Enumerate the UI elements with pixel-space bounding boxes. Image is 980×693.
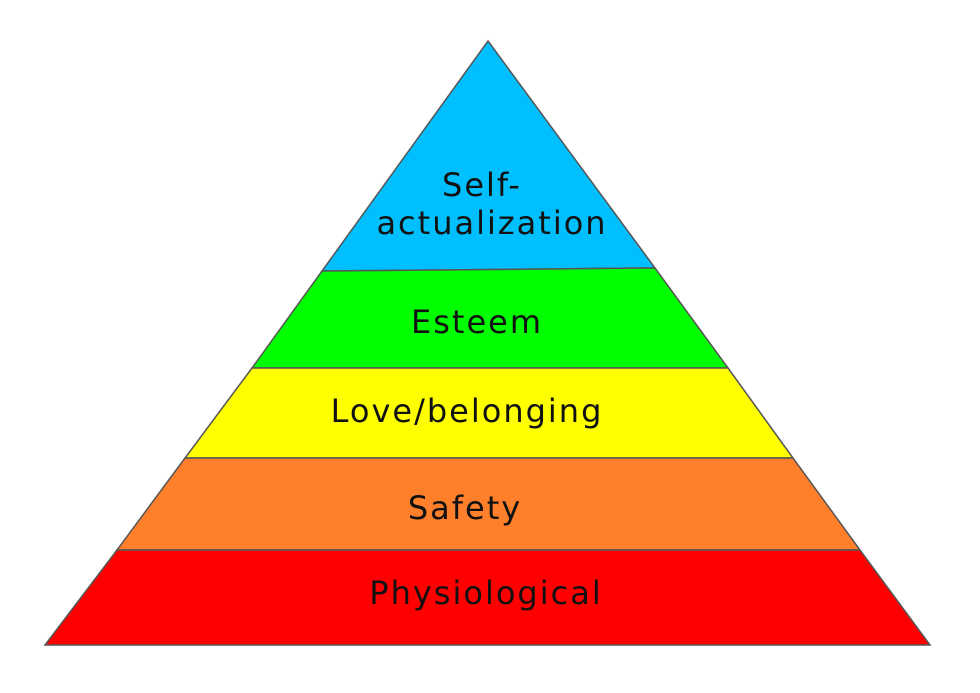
label-self-actualization-line2: actualization (376, 204, 607, 242)
label-esteem: Esteem (411, 303, 543, 341)
tier-physiological (43, 549, 932, 646)
label-physiological: Physiological (369, 574, 602, 612)
label-safety: Safety (408, 489, 522, 527)
label-self-actualization-line1: Self- (442, 166, 522, 204)
label-love-belonging: Love/belonging (331, 392, 604, 430)
